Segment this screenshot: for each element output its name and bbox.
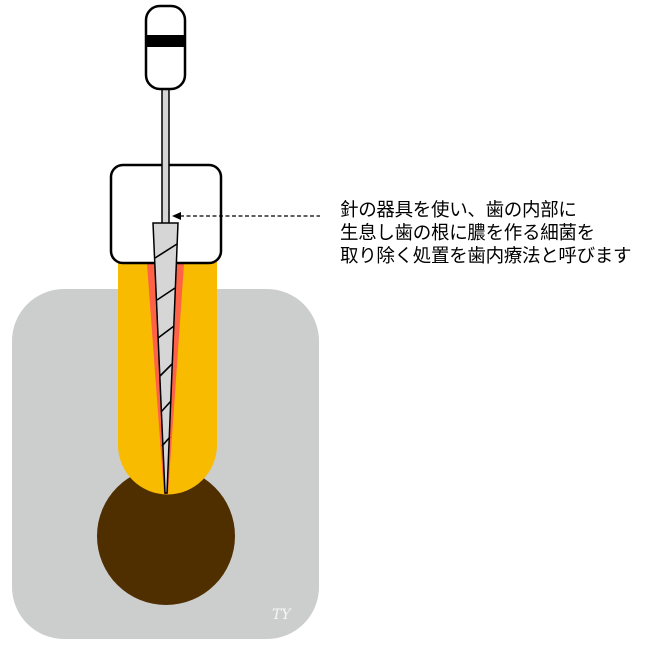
arrow-head-icon <box>172 212 181 220</box>
file-handle-band <box>147 35 184 47</box>
file-handle <box>144 4 187 91</box>
caption-line-3: 取り除く処置を歯内療法と呼びます <box>340 246 632 267</box>
periapical-lesion <box>97 467 235 605</box>
file-spiral-lines <box>154 243 178 447</box>
caption-line-1: 針の器具を使い、歯の内部に <box>340 200 577 221</box>
file-shaft <box>161 87 170 225</box>
caption: 針の器具を使い、歯の内部に 生息し歯の根に膿を作る細菌を 取り除く処置を歯内療法… <box>340 199 632 268</box>
signature: TY <box>272 607 292 623</box>
caption-line-2: 生息し歯の根に膿を作る細菌を <box>340 223 595 244</box>
